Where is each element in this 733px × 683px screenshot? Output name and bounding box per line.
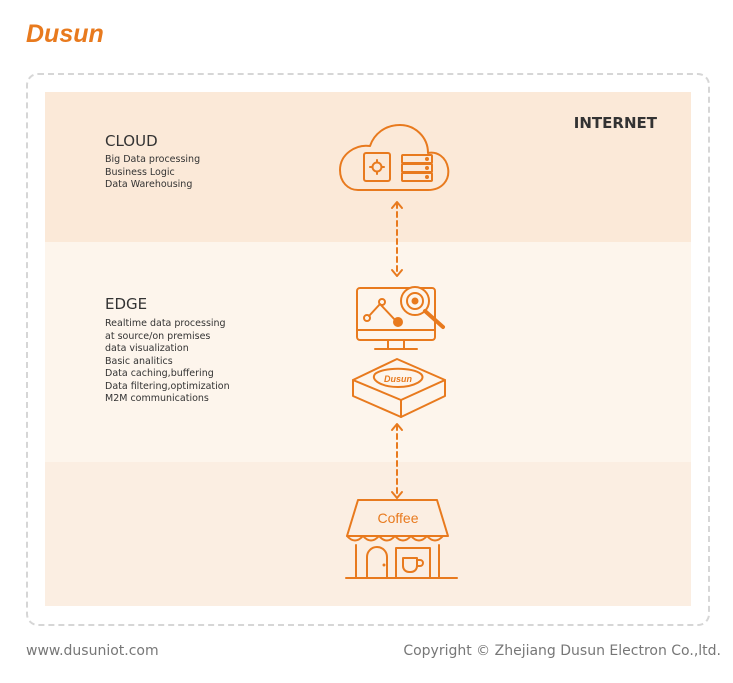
door-knob: [382, 563, 386, 567]
internet-label: INTERNET: [573, 114, 657, 132]
edge-item: Realtime data processing: [105, 318, 226, 329]
gateway-logo-text: Dusun: [384, 374, 413, 384]
cloud-items: Big Data processing Business Logic Data …: [105, 154, 200, 192]
edge-item: Basic analitics: [105, 355, 173, 367]
edge-item: Data caching,buffering: [105, 368, 214, 379]
cloud-item: Data Warehousing: [105, 179, 193, 190]
monitor-analytics-icon: [356, 286, 445, 350]
edge-items: Realtime data processing at source/on pr…: [105, 318, 230, 406]
edge-band: [45, 242, 691, 462]
dusun-logo: Dusun: [26, 20, 104, 48]
edge-device-link-arrowheads: [391, 423, 403, 499]
cloud-band: [45, 92, 691, 242]
edge-item: at source/on premises: [105, 330, 211, 342]
edge-item: M2M communications: [105, 393, 209, 404]
edge-title: EDGE: [105, 295, 148, 313]
cloud-icon: [339, 124, 450, 191]
website-link[interactable]: www.dusuniot.com: [26, 643, 159, 659]
edge-item: Data filtering,optimization: [105, 380, 230, 392]
cloud-edge-link-arrowheads: [391, 201, 403, 277]
cloud-item: Big Data processing: [105, 154, 201, 165]
gateway-device-icon: [352, 358, 446, 418]
device-band: [45, 462, 691, 606]
coffee-sign-text: Coffee: [378, 510, 419, 526]
edge-item: data visualization: [105, 343, 189, 354]
cloud-title: CLOUD: [105, 132, 158, 150]
copyright-text: Copyright © Zhejiang Dusun Electron Co.,…: [403, 643, 721, 659]
diagram-frame: [26, 73, 710, 626]
cloud-item: Business Logic: [105, 166, 175, 178]
coffee-shop-icon: [345, 499, 458, 579]
